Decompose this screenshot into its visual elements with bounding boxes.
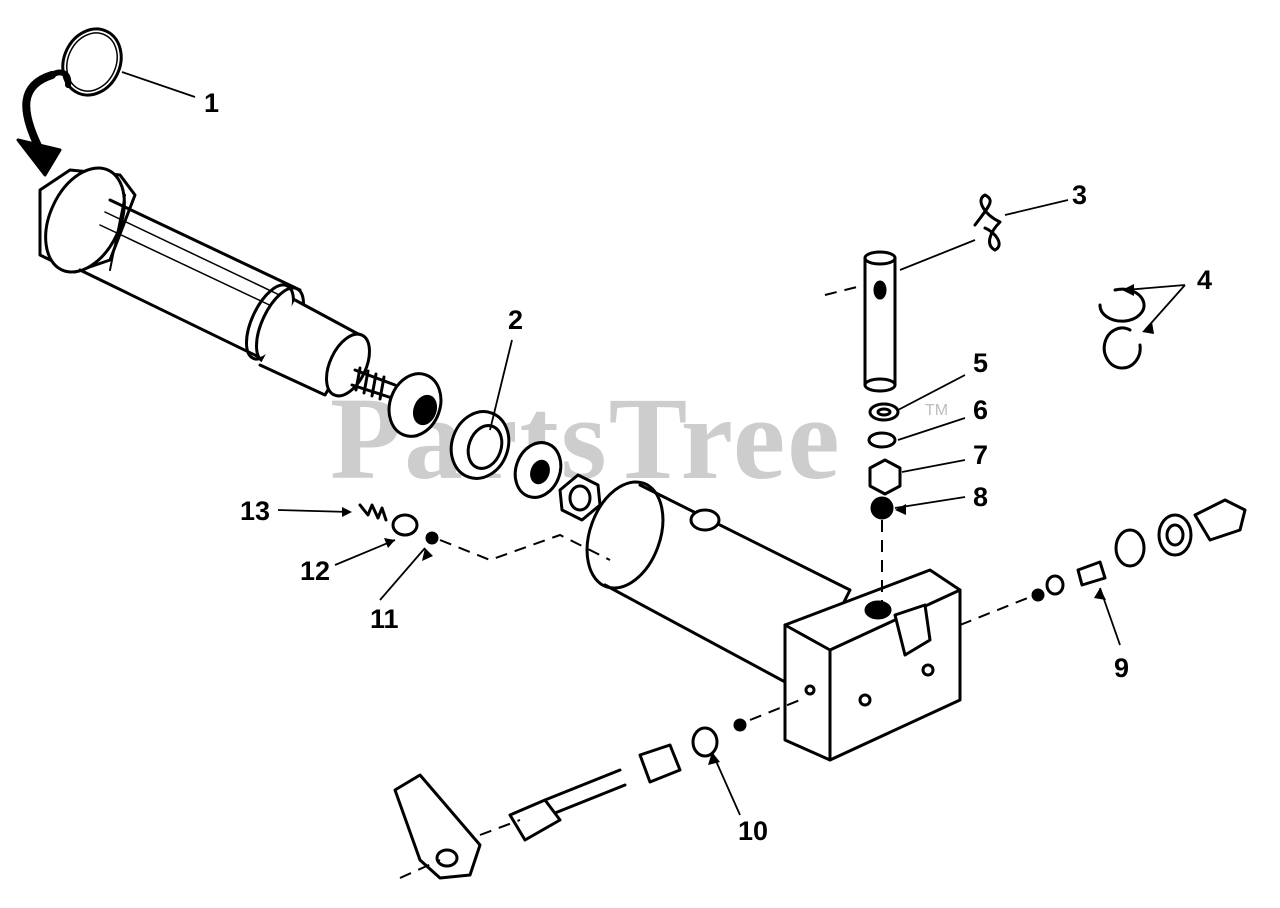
callout-6: 6 [973, 395, 989, 425]
part-8 [870, 496, 894, 520]
callout-9: 9 [1114, 653, 1130, 683]
callout-7: 7 [973, 440, 989, 470]
callout-3: 3 [1072, 180, 1088, 210]
part-13-spring [358, 503, 388, 522]
callout-12: 12 [300, 556, 331, 586]
callout-11: 11 [370, 604, 399, 634]
install-arrow [16, 69, 72, 177]
part-9-fittings [1031, 498, 1247, 602]
part-7 [868, 458, 902, 496]
part-3-clip [973, 193, 1002, 252]
part-10-valve [393, 718, 747, 880]
callout-8: 8 [973, 482, 989, 512]
callout-4: 4 [1197, 265, 1213, 295]
part-5 [868, 402, 900, 422]
trademark-mark: TM [925, 402, 949, 419]
pivot-pin [863, 250, 897, 393]
part-4-ring-b [1102, 326, 1142, 370]
part-12-bushing [391, 513, 419, 537]
callout-1: 1 [204, 88, 220, 118]
callout-13: 13 [240, 496, 271, 526]
callout-10: 10 [738, 816, 769, 846]
part-2-hardware [387, 372, 602, 522]
part-6 [867, 431, 897, 449]
part-1-oring [61, 27, 123, 97]
part-4-ring-a [1098, 287, 1146, 323]
callout-2: 2 [508, 305, 524, 335]
part-11-ball [425, 531, 439, 545]
pump-housing [585, 480, 962, 762]
main-cylinder [38, 166, 397, 401]
callout-5: 5 [973, 348, 989, 378]
